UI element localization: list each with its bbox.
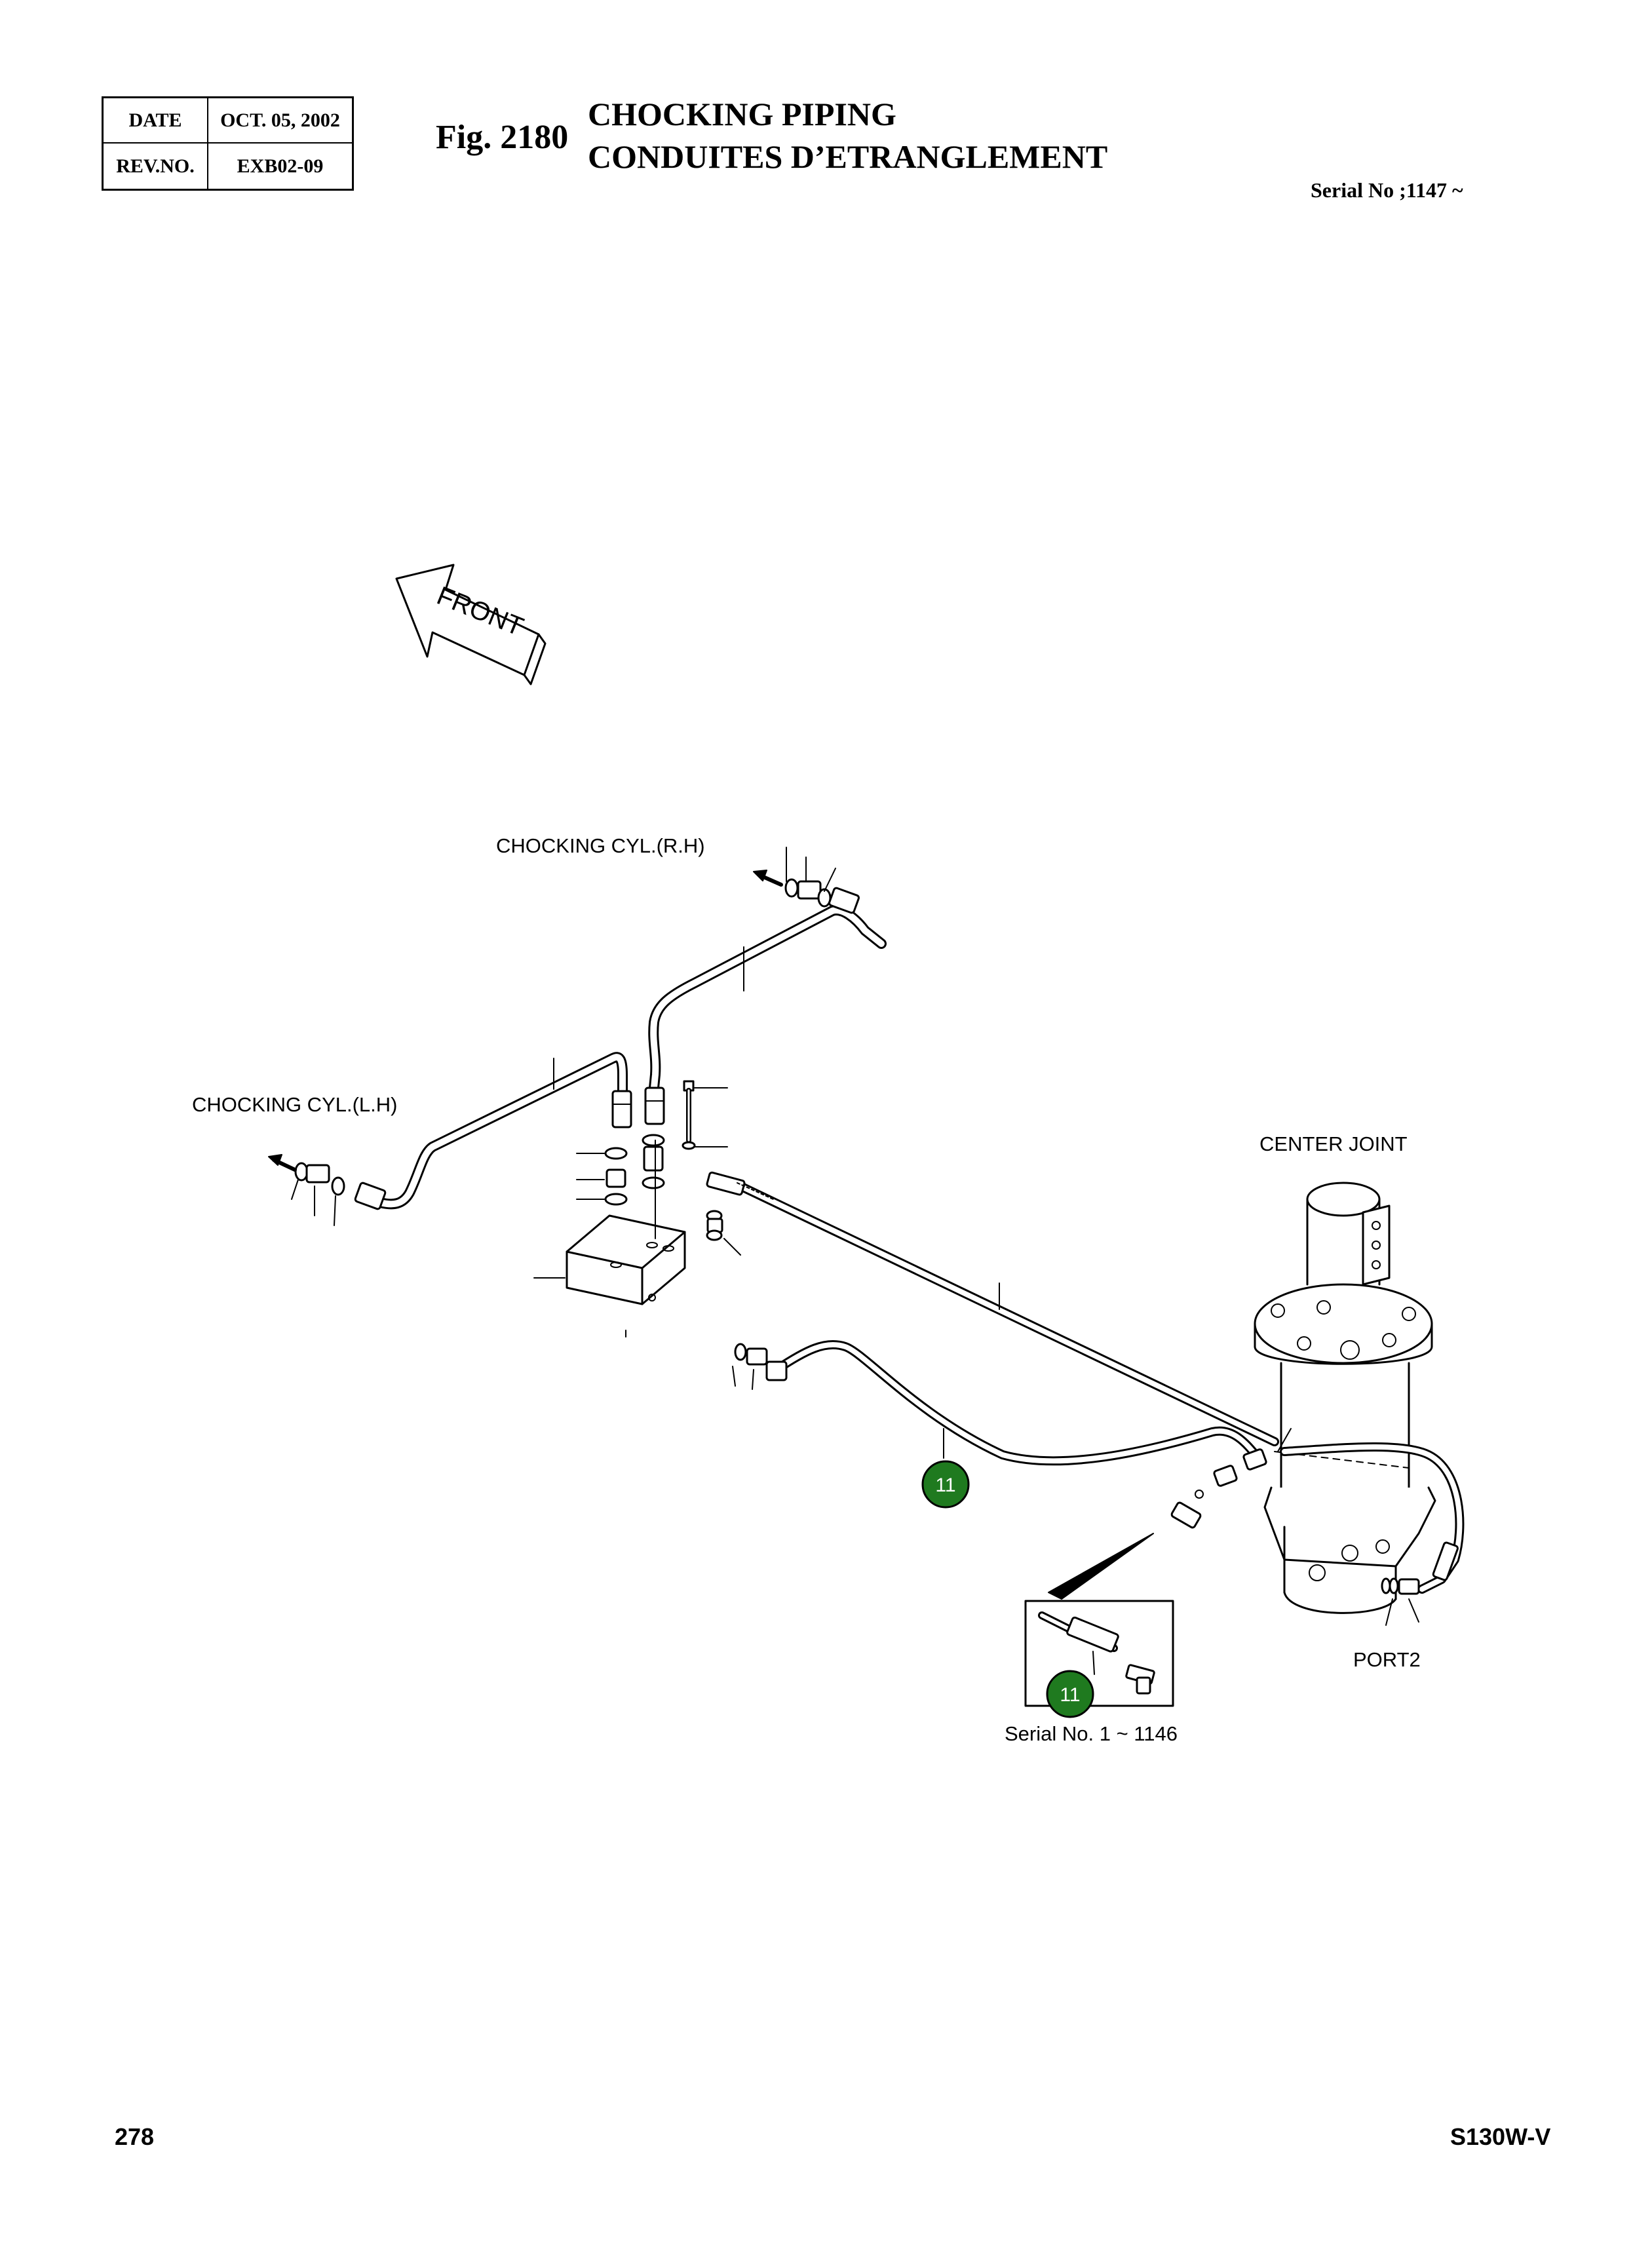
- date-value: OCT. 05, 2002: [208, 98, 352, 144]
- joint-fittings: [1048, 1448, 1267, 1600]
- pipe-rh: [644, 905, 887, 1125]
- callout-11-inset-text: 11: [1060, 1684, 1080, 1706]
- label-chocking-cyl-lh: CHOCKING CYL.(L.H): [192, 1093, 398, 1116]
- block-fittings: [576, 1080, 728, 1206]
- hose-port2: [1280, 1442, 1465, 1626]
- revision-info-table: DATE OCT. 05, 2002 REV.NO. EXB02-09: [102, 96, 354, 191]
- pipe-part-11: [732, 1339, 1263, 1466]
- title-english: CHOCKING PIPING: [588, 96, 896, 132]
- figure-number: Fig. 2180: [436, 119, 569, 156]
- serial-range: Serial No ;1147 ~: [1311, 178, 1463, 202]
- title-french: CONDUITES D’ETRANGLEMENT: [588, 138, 1108, 175]
- hose-long: [706, 1171, 1279, 1446]
- callout-11-main: 11: [921, 1460, 970, 1509]
- callout-11-inset: 11: [1046, 1670, 1094, 1718]
- model-name: S130W-V: [1450, 2123, 1551, 2150]
- label-chocking-cyl-rh: CHOCKING CYL.(R.H): [496, 834, 705, 857]
- inset-caption: Serial No. 1 ~ 1146: [1005, 1722, 1178, 1745]
- pipe-lh: [354, 1052, 632, 1210]
- rev-value: EXB02-09: [237, 155, 324, 177]
- center-joint: [1254, 1182, 1436, 1614]
- fittings-rh: [753, 847, 860, 914]
- date-label: DATE: [104, 98, 208, 144]
- page-number: 278: [115, 2123, 155, 2150]
- fittings-lh: [268, 1154, 345, 1226]
- label-port2: PORT2: [1353, 1648, 1421, 1671]
- valve-block: [533, 1140, 686, 1338]
- label-center-joint: CENTER JOINT: [1259, 1132, 1408, 1155]
- callout-11-main-text: 11: [935, 1474, 955, 1496]
- front-arrow-icon: FRONT: [395, 564, 547, 685]
- rev-label: REV.NO.: [104, 144, 208, 189]
